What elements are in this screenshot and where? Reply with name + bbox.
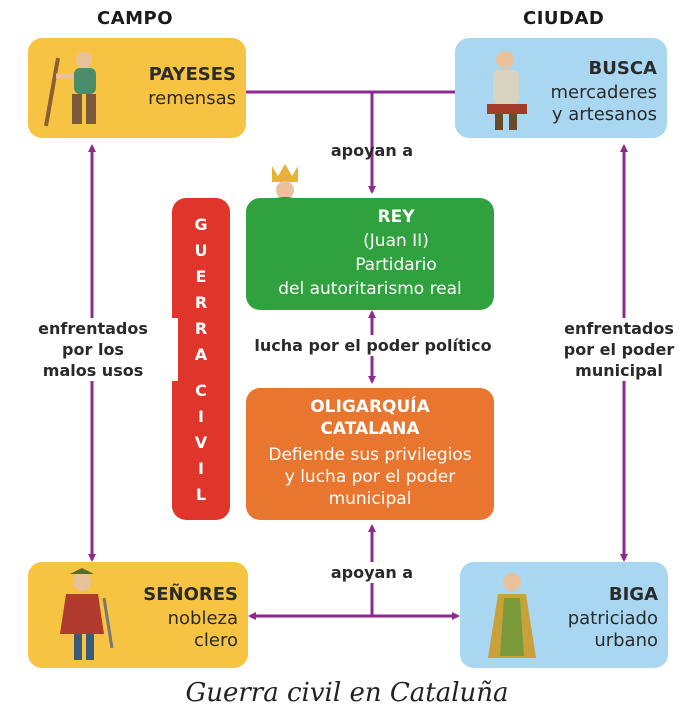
civil-letter: L [195, 485, 207, 504]
guerra-civil-bar: G U E R R A C I V I L [172, 198, 230, 520]
payeses-title: PAYESES [148, 64, 236, 85]
guerra-letter: A [194, 345, 208, 364]
patrician-figure-icon [488, 573, 536, 658]
label-left-2: por los [62, 340, 124, 359]
label-lucha: lucha por el poder político [238, 335, 508, 356]
heading-ciudad: CIUDAD [523, 8, 605, 29]
guerra-letter: G [194, 215, 208, 234]
guerra-letter: E [195, 267, 207, 286]
label-apoyan-bottom: apoyan a [306, 562, 438, 583]
label-apoyan-top: apoyan a [330, 141, 414, 160]
civil-letter: C [195, 381, 207, 400]
label-right-3: municipal [575, 361, 663, 380]
busca-title: BUSCA [588, 58, 657, 79]
diagram-caption: Guerra civil en Cataluña [185, 678, 509, 708]
oligarquia-title-1: OLIGARQUÍA [310, 397, 430, 417]
biga-line1: patriciado [567, 608, 658, 629]
biga-title: BIGA [608, 584, 658, 605]
oligarquia-line4: y lucha por el poder [284, 467, 456, 487]
label-right-2: por el poder [563, 340, 675, 359]
rey-name: (Juan II) [363, 231, 429, 251]
busca-line2: y artesanos [551, 104, 657, 125]
rey-title: REY [377, 207, 415, 227]
civil-letter: I [198, 459, 204, 478]
biga-box: BIGA patriciado urbano [460, 562, 668, 668]
peasant-figure-icon [44, 52, 96, 127]
civil-letter: V [194, 433, 208, 452]
label-right: enfrentados por el poder municipal [546, 318, 692, 381]
rey-line3: Partidario [355, 255, 437, 275]
biga-line2: urbano [594, 630, 658, 651]
label-left-1: enfrentados [38, 319, 148, 338]
civil-word: C I V I L [172, 378, 230, 508]
busca-box: BUSCA mercaderes y artesanos [455, 38, 667, 138]
guerra-word: G U E R R A [172, 212, 230, 368]
label-left-3: malos usos [42, 361, 144, 380]
payeses-box: PAYESES remensas [28, 38, 246, 138]
noble-figure-icon [60, 568, 114, 660]
payeses-subtitle: remensas [148, 88, 236, 109]
oligarquia-box: OLIGARQUÍA CATALANA Defiende sus privile… [246, 388, 494, 520]
guerra-letter: R [194, 293, 208, 312]
busca-line1: mercaderes [550, 82, 658, 103]
heading-campo: CAMPO [97, 8, 174, 29]
civil-letter: I [198, 407, 204, 426]
rey-line4: del autoritarismo real [278, 279, 462, 299]
senores-box: SEÑORES nobleza clero [28, 562, 248, 668]
oligarquia-line5: municipal [328, 489, 412, 509]
guerra-letter: U [194, 241, 208, 260]
senores-title: SEÑORES [143, 584, 238, 605]
oligarquia-line3: Defiende sus privilegios [268, 445, 472, 465]
label-left: enfrentados por los malos usos [8, 318, 178, 381]
guerra-letter: R [194, 319, 208, 338]
oligarquia-title-2: CATALANA [320, 419, 420, 439]
senores-line1: nobleza [167, 608, 238, 629]
artisan-figure-icon [487, 51, 527, 130]
label-right-1: enfrentados [564, 319, 674, 338]
rey-box: REY (Juan II) Partidario del autoritaris… [246, 198, 494, 310]
senores-line2: clero [194, 630, 238, 651]
